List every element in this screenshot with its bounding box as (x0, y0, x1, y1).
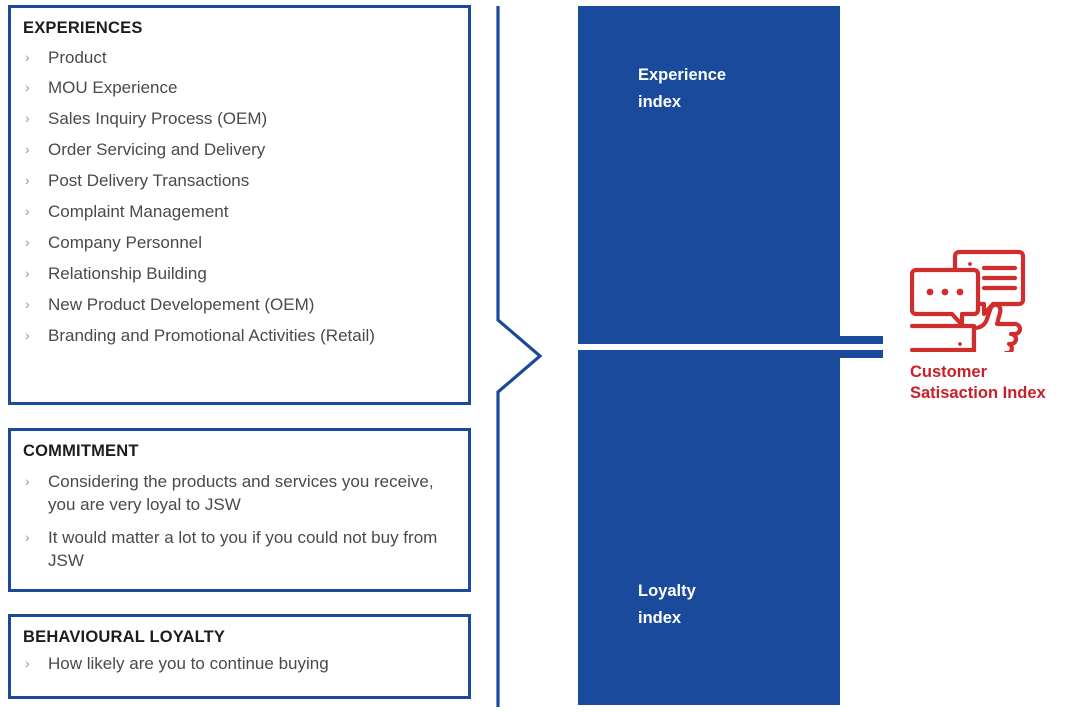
list-item: › It would matter a lot to you if you cou… (23, 526, 458, 573)
list-item-label: It would matter a lot to you if you coul… (48, 527, 438, 571)
list-item: › Order Servicing and Delivery (23, 138, 458, 161)
chevron-connector-path (496, 6, 543, 707)
list-item: › How likely are you to continue buying (23, 652, 458, 675)
csi-caption-line2: Satisaction Index (910, 384, 1046, 403)
chevron-right-icon: › (25, 327, 30, 344)
list-item-label: Relationship Building (48, 264, 207, 284)
list-item: › Complaint Management (23, 200, 458, 223)
panel-commitment-list: › Considering the products and services y… (11, 470, 468, 573)
loyalty-index-bar (578, 350, 883, 705)
list-item-label: Sales Inquiry Process (OEM) (48, 109, 268, 129)
csi-caption-line1: Customer (910, 363, 988, 381)
list-item: › Sales Inquiry Process (OEM) (23, 107, 458, 130)
customer-satisfaction-index-caption: Customer Satisaction Index (910, 362, 1082, 404)
chevron-right-icon: › (25, 110, 30, 127)
chevron-right-icon: › (25, 172, 30, 189)
chevron-right-icon: › (25, 79, 30, 96)
panel-behavioural-loyalty: BEHAVIOURAL LOYALTY › How likely are you … (8, 614, 471, 699)
list-item: › Product (23, 46, 458, 69)
chevron-right-icon: › (25, 48, 30, 65)
list-item-label: New Product Developement (OEM) (48, 295, 315, 315)
chevron-right-icon: › (25, 234, 30, 251)
list-item-label: Post Delivery Transactions (48, 171, 250, 191)
panel-behavioural-loyalty-list: › How likely are you to continue buying (11, 652, 468, 675)
list-item: › Considering the products and services y… (23, 470, 458, 517)
panel-behavioural-loyalty-title: BEHAVIOURAL LOYALTY (23, 628, 226, 646)
speech-bubbles-thumbs-up-icon (910, 249, 1026, 352)
customer-satisfaction-index-block: Customer Satisaction Index (910, 248, 1082, 404)
list-item-label: Product (48, 47, 107, 67)
experience-index-label: Experience index (638, 66, 727, 112)
chevron-right-icon: › (25, 203, 30, 220)
list-item: › Relationship Building (23, 262, 458, 285)
chevron-right-icon: › (25, 473, 30, 489)
chevron-right-icon: › (25, 265, 30, 282)
list-item: › New Product Developement (OEM) (23, 293, 458, 316)
index-bars-and-arrow (578, 6, 883, 705)
panel-experiences-title: EXPERIENCES (23, 19, 143, 37)
panel-experiences-list: › Product › MOU Experience › Sales Inquiry … (11, 46, 468, 348)
list-item-label: MOU Experience (48, 78, 178, 98)
panel-commitment: COMMITMENT › Considering the products and… (8, 428, 471, 592)
list-item-label: Complaint Management (48, 202, 229, 222)
list-item-label: Company Personnel (48, 233, 203, 253)
chevron-connector (496, 6, 543, 707)
list-item: › Post Delivery Transactions (23, 169, 458, 192)
chevron-right-icon: › (25, 296, 30, 313)
panel-commitment-title: COMMITMENT (23, 442, 139, 460)
chevron-right-icon: › (25, 655, 30, 671)
list-item-label: Branding and Promotional Activities (Ret… (48, 326, 375, 346)
panel-experiences: EXPERIENCES › Product › MOU Experience › Sa… (8, 5, 471, 405)
experience-index-bar (578, 6, 883, 344)
chevron-right-icon: › (25, 528, 30, 545)
list-item-label: Order Servicing and Delivery (48, 140, 266, 160)
list-item-label: Considering the products and services yo… (48, 472, 434, 515)
list-item-label: How likely are you to continue buying (48, 654, 329, 673)
list-item: › MOU Experience (23, 76, 458, 99)
list-item: › Branding and Promotional Activities (Re… (23, 324, 458, 347)
loyalty-index-label: Loyalty index (638, 582, 696, 628)
list-item: › Company Personnel (23, 231, 458, 254)
chevron-right-icon: › (25, 141, 30, 158)
